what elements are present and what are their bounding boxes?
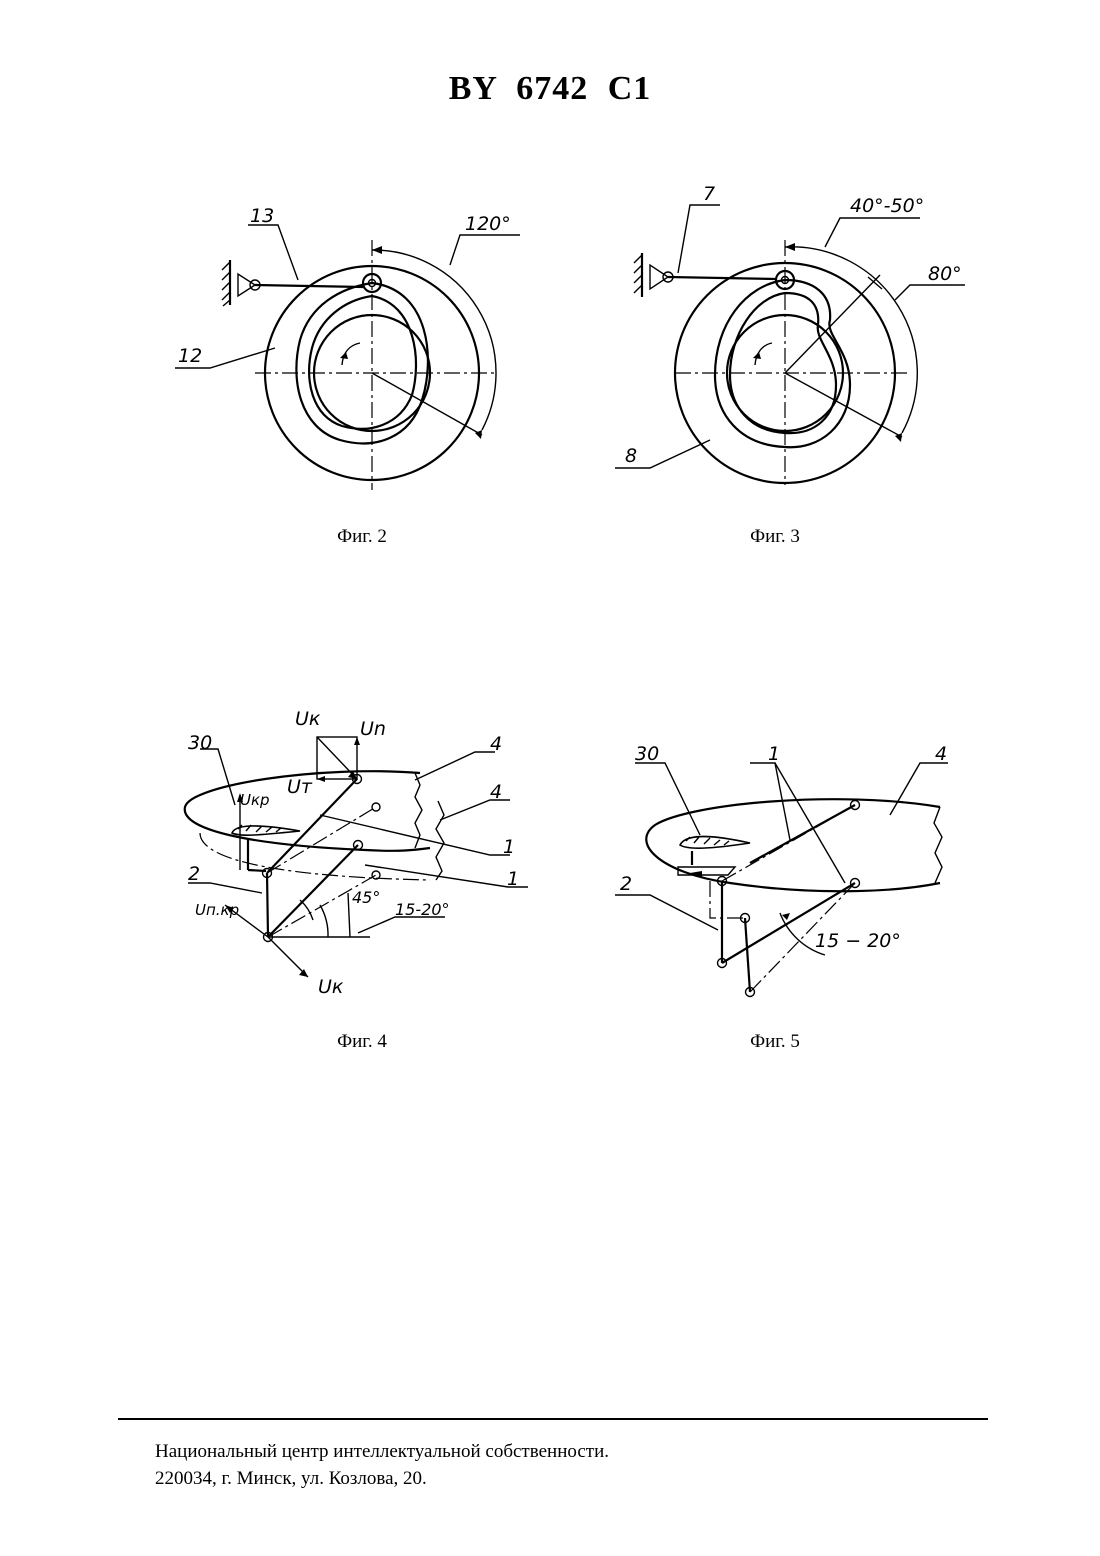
label-1: 1 — [768, 743, 780, 765]
figure-5-drawing: 30 1 4 2 15 − 20° — [610, 735, 980, 1015]
footer-divider — [118, 1418, 988, 1420]
blade-break — [934, 807, 942, 883]
label-45-degrees: 45° — [352, 888, 380, 907]
figure-3: 7 40°-50° 80° 8 — [610, 185, 980, 485]
arrowhead — [317, 776, 325, 782]
label-7: 7 — [703, 183, 715, 205]
blade-lower-break — [436, 801, 444, 880]
airfoil-profile — [680, 836, 750, 848]
figure-2-caption: Фиг. 2 — [262, 526, 462, 548]
pivot-support — [238, 274, 255, 296]
label-1a: 1 — [503, 836, 515, 858]
vertical-link-ghost — [745, 918, 750, 992]
label-4b: 4 — [490, 781, 502, 803]
label-40-50-degrees: 40°-50° — [850, 195, 924, 217]
label-4a: 4 — [490, 733, 502, 755]
label-2: 2 — [620, 873, 632, 895]
angle-arc-120 — [372, 250, 496, 430]
document-title: BY 6742 C1 — [0, 70, 1100, 108]
leader-13 — [248, 225, 298, 280]
figure-4: Uк Un Uт Uкр 30 4 4 1 1 2 Uп.кр Uк 45° 1… — [170, 705, 540, 1005]
label-uk-bottom: Uк — [318, 976, 344, 998]
lever — [255, 285, 363, 287]
label-30: 30 — [635, 743, 659, 765]
label-12: 12 — [178, 345, 202, 367]
rotation-arrowhead — [340, 352, 348, 359]
footer-address: 220034, г. Минск, ул. Козлова, 20. — [155, 1465, 609, 1492]
label-15-20-degrees: 15 − 20° — [815, 930, 901, 952]
leader-1b — [365, 865, 528, 887]
label-2: 2 — [188, 863, 200, 885]
label-unkp: Uп.кр — [195, 901, 239, 919]
label-13: 13 — [250, 205, 274, 227]
footer-organization: Национальный центр интеллектуальной собс… — [155, 1438, 609, 1465]
angle-arrow-start — [372, 246, 382, 254]
leader-7 — [678, 205, 720, 273]
leader-4b — [440, 800, 510, 820]
label-120-degrees: 120° — [465, 213, 511, 235]
ground-hatching — [634, 255, 642, 293]
pivot-support — [650, 265, 668, 289]
figure-4-drawing: Uк Un Uт Uкр 30 4 4 1 1 2 Uп.кр Uк 45° 1… — [170, 705, 540, 1005]
angle-leader — [348, 893, 350, 937]
leader-15-20 — [358, 917, 445, 933]
figure-3-drawing: 7 40°-50° 80° 8 — [610, 185, 980, 485]
angle-arc-15-20 — [320, 905, 328, 937]
label-8: 8 — [625, 445, 637, 467]
cam-groove-outer — [715, 280, 850, 447]
figure-5: 30 1 4 2 15 − 20° — [610, 735, 980, 1015]
leader-1-b — [775, 763, 845, 883]
figure-5-caption: Фиг. 5 — [675, 1031, 875, 1053]
label-un: Un — [360, 718, 386, 740]
figure-2: 13 120° 12 — [160, 200, 520, 500]
label-15-20-degrees: 15-20° — [395, 900, 450, 919]
blade-lower-hidden — [200, 833, 430, 880]
leader-30 — [635, 763, 700, 835]
footer: Национальный центр интеллектуальной собс… — [155, 1438, 609, 1492]
vertical-link — [267, 873, 268, 937]
label-30: 30 — [188, 732, 212, 754]
angle-ray-divider — [785, 275, 880, 373]
figure-3-caption: Фиг. 3 — [675, 526, 875, 548]
rotation-arrowhead — [753, 352, 761, 359]
label-1b: 1 — [507, 868, 519, 890]
blade-upper-break — [415, 773, 422, 848]
label-4: 4 — [935, 743, 947, 765]
angle-arc — [785, 247, 917, 433]
leader-40-50 — [825, 218, 920, 247]
label-80-degrees: 80° — [928, 263, 962, 285]
label-ut: Uт — [287, 776, 313, 798]
leader-120 — [450, 235, 520, 265]
label-ukp: Uкр — [240, 791, 270, 809]
figure-2-drawing: 13 120° 12 — [160, 200, 520, 500]
leader-2 — [615, 895, 718, 930]
leader-30 — [200, 749, 235, 805]
label-uk-top: Uк — [295, 708, 321, 730]
airfoil-profile — [232, 826, 300, 835]
figure-4-caption: Фиг. 4 — [262, 1031, 462, 1053]
leader-80 — [895, 285, 965, 300]
uk-vector-bottom — [268, 937, 308, 977]
joint — [372, 803, 380, 811]
ground-hatching — [222, 262, 230, 306]
angle-arrow-start — [785, 243, 795, 251]
lever — [668, 277, 776, 279]
leader-4a — [415, 752, 495, 780]
hidden-link — [710, 881, 745, 918]
